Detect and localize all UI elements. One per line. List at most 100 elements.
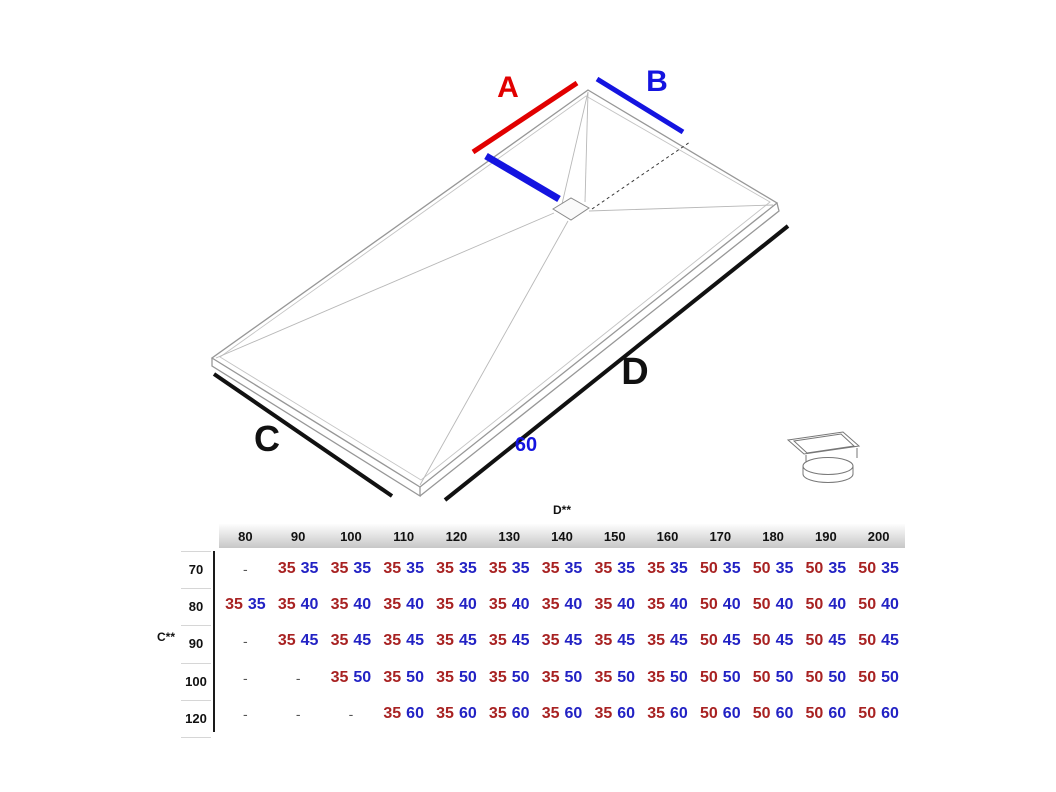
dim-label-a: A: [497, 71, 519, 104]
value-a: 35: [330, 632, 349, 650]
value-b: 40: [670, 596, 688, 614]
value-b: 40: [828, 596, 847, 614]
value-a: 35: [488, 560, 507, 578]
tray-outline: [210, 89, 779, 488]
value-a: 35: [594, 560, 613, 578]
row-header: 100: [181, 664, 211, 701]
value-a: 35: [647, 668, 666, 686]
value-b: 50: [406, 668, 424, 686]
value-b: 50: [722, 668, 741, 686]
dashed-reference-line: [591, 141, 691, 210]
value-a: 50: [752, 560, 771, 578]
value-a: 35: [436, 560, 454, 578]
size-cell: -: [272, 660, 325, 696]
fold-line: [561, 91, 589, 205]
value-a: 35: [647, 632, 666, 650]
value-a: 50: [805, 632, 824, 650]
column-header: 190: [814, 528, 837, 544]
value-b: 35: [617, 560, 636, 578]
drain-offset-value: 60: [515, 434, 537, 456]
value-a: 35: [383, 560, 402, 578]
value-a: 50: [752, 596, 771, 614]
empty-cell-dash: -: [295, 705, 301, 722]
size-cell: -: [219, 551, 272, 587]
value-b: 60: [406, 704, 424, 722]
value-a: 35: [225, 596, 243, 614]
value-b: 60: [617, 704, 636, 722]
size-cell: -: [325, 696, 378, 732]
value-b: 35: [353, 560, 372, 578]
row-header: 80: [181, 589, 211, 627]
dim-label-c: C: [254, 418, 280, 459]
value-b: 60: [670, 704, 688, 722]
fold-line: [588, 204, 774, 212]
value-b: 45: [881, 632, 899, 650]
value-b: 60: [564, 704, 583, 722]
value-b: 40: [881, 596, 899, 614]
row-header: 120: [181, 701, 211, 738]
value-a: 35: [541, 668, 560, 686]
value-b: 40: [722, 596, 741, 614]
value-b: 45: [458, 632, 477, 650]
value-b: 45: [406, 632, 424, 650]
value-a: 50: [805, 704, 824, 722]
empty-cell-dash: -: [243, 633, 248, 650]
value-b: 50: [511, 668, 530, 686]
value-a: 50: [858, 560, 877, 578]
size-cell: -: [219, 696, 272, 732]
value-b: 50: [881, 668, 899, 686]
value-a: 35: [594, 632, 613, 650]
value-a: 35: [647, 596, 666, 614]
shower-tray-diagram: A B C D 60: [210, 65, 861, 502]
tray-thickness: [211, 202, 780, 498]
value-a: 35: [436, 596, 454, 614]
value-b: 35: [722, 560, 741, 578]
value-b: 35: [458, 560, 477, 578]
column-header: 80: [238, 528, 253, 544]
size-cell: -: [272, 696, 325, 732]
value-a: 35: [383, 668, 402, 686]
value-a: 35: [541, 704, 560, 722]
table-d-header: D**: [552, 503, 571, 517]
value-a: 35: [594, 668, 613, 686]
value-b: 45: [722, 632, 741, 650]
value-a: 35: [436, 632, 454, 650]
value-b: 50: [353, 668, 372, 686]
tray-rim: [219, 95, 771, 481]
column-header: 150: [603, 528, 626, 544]
value-a: 35: [541, 560, 560, 578]
row-header-divider: [213, 551, 215, 732]
value-b: 40: [406, 596, 424, 614]
value-b: 40: [564, 596, 583, 614]
value-b: 60: [775, 704, 794, 722]
value-a: 50: [858, 704, 877, 722]
